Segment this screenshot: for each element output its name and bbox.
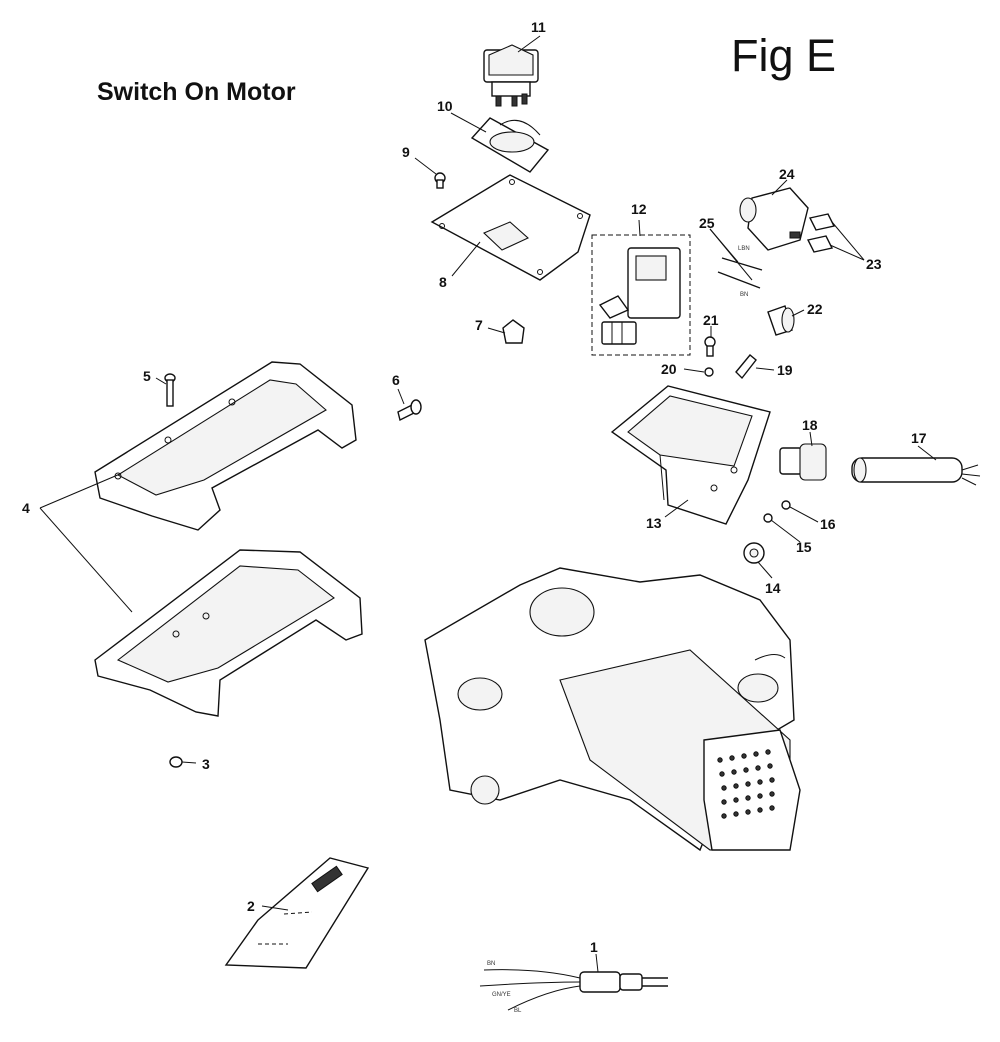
cord-label-bn: BN — [487, 961, 495, 967]
part-25-leads: LBN BN — [717, 246, 763, 298]
callout-4: 4 — [22, 500, 30, 516]
callout-23: 23 — [866, 256, 882, 272]
callout-13: 13 — [646, 515, 662, 531]
part-23-terminals — [806, 213, 836, 253]
callout-6: 6 — [392, 372, 400, 388]
part-7-clip — [502, 319, 525, 344]
callout-22: 22 — [807, 301, 823, 317]
part-17-cord-sleeve — [851, 457, 981, 486]
part-4-lower-bracket — [94, 549, 363, 717]
part-14-grommet — [743, 542, 765, 564]
cord-label-gnye: GN/YE — [492, 992, 511, 998]
part-20-washer — [704, 367, 714, 377]
part-24-circuit-breaker — [739, 187, 809, 251]
callout-14: 14 — [765, 580, 781, 596]
part-21-screw — [704, 336, 716, 357]
motor-vent-grille — [717, 749, 775, 819]
part-4-upper-bracket — [94, 361, 357, 531]
part-1-power-cord: BN GN/YE BL — [479, 961, 668, 1014]
part-18-cord-fitting — [779, 443, 827, 481]
part-15-washer — [763, 513, 773, 523]
callout-12: 12 — [631, 201, 647, 217]
part-12-terminal-block — [591, 234, 691, 356]
callout-18: 18 — [802, 417, 818, 433]
lead-label-bn: BN — [740, 292, 748, 298]
part-2-label — [224, 857, 370, 969]
part-11-rocker-switch — [483, 44, 539, 107]
part-22-nut — [767, 305, 795, 336]
cord-label-bl: BL — [514, 1008, 522, 1014]
callout-1: 1 — [590, 939, 598, 955]
callout-numbers: 1 2 3 4 5 6 7 8 9 10 11 12 13 14 15 16 1… — [22, 19, 927, 955]
callout-10: 10 — [437, 98, 453, 114]
part-8-switch-plate — [430, 174, 591, 281]
motor-assembly — [424, 567, 801, 852]
callout-8: 8 — [439, 274, 447, 290]
part-9-screw — [434, 172, 446, 189]
part-10-switch-seal — [470, 117, 550, 173]
callout-7: 7 — [475, 317, 483, 333]
lead-label-lbn: LBN — [738, 246, 750, 252]
callout-11: 11 — [531, 19, 546, 35]
part-5-bolt — [164, 373, 176, 407]
part-13-switch-box — [610, 385, 771, 525]
part-3-nut — [169, 756, 183, 768]
callout-15: 15 — [796, 539, 812, 555]
callout-17: 17 — [911, 430, 927, 446]
callout-20: 20 — [661, 361, 677, 377]
figure-label: Fig E — [731, 30, 837, 81]
callout-24: 24 — [779, 166, 795, 182]
callout-19: 19 — [777, 362, 793, 378]
callout-21: 21 — [703, 312, 719, 328]
callout-25: 25 — [699, 215, 715, 231]
part-16-screw — [781, 500, 791, 510]
callout-5: 5 — [143, 368, 151, 384]
callout-2: 2 — [247, 898, 255, 914]
callout-9: 9 — [402, 144, 410, 160]
callout-16: 16 — [820, 516, 836, 532]
part-6-bolt — [397, 399, 422, 422]
callout-3: 3 — [202, 756, 210, 772]
leader-lines — [39, 35, 937, 973]
part-19-gasket — [735, 354, 757, 380]
page-title: Switch On Motor — [97, 78, 296, 106]
